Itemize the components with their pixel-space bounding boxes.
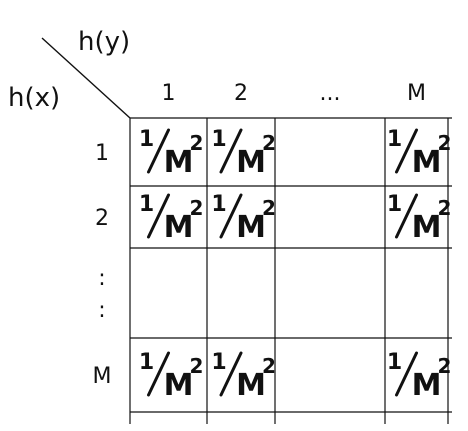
table-cell-value: 1M2	[139, 350, 204, 403]
table-cell-value: 1M2	[387, 192, 452, 245]
row-header: :	[98, 266, 105, 291]
cell-exponent: 2	[438, 354, 452, 378]
cell-exponent: 2	[190, 131, 204, 155]
table-cell-value: 1M2	[387, 127, 452, 180]
cell-fraction-slash	[219, 128, 243, 174]
cell-denominator: M	[412, 368, 442, 403]
column-header: 1	[162, 81, 176, 106]
table-cell-value: 1M2	[387, 350, 452, 403]
table-cell-value: 1M2	[211, 127, 276, 180]
cell-exponent: 2	[438, 196, 452, 220]
row-header: 1	[95, 141, 109, 166]
cell-numerator: 1	[139, 127, 154, 152]
column-header: ...	[320, 81, 341, 106]
cell-fraction-slash	[219, 351, 243, 397]
y-axis-label: h(y)	[78, 27, 130, 57]
cell-numerator: 1	[387, 350, 402, 375]
grid-lines	[129, 117, 452, 424]
cell-fraction-slash	[147, 128, 170, 174]
cell-numerator: 1	[387, 127, 402, 152]
x-axis-label: h(x)	[8, 83, 60, 113]
cell-denominator: M	[412, 210, 442, 245]
row-header: M	[93, 364, 112, 389]
column-headers: 1 2... M	[162, 81, 426, 106]
cell-denominator: M	[164, 145, 194, 180]
cell-numerator: 1	[211, 350, 226, 375]
cell-fraction-slash	[147, 193, 170, 239]
cell-exponent: 2	[262, 131, 276, 155]
column-header: M	[407, 81, 426, 106]
cell-denominator: M	[236, 368, 266, 403]
cell-fraction-slash	[219, 193, 243, 239]
table-cell-value: 1M2	[139, 127, 204, 180]
cell-numerator: 1	[211, 192, 226, 217]
table-cell-value: 1M2	[211, 192, 276, 245]
cell-exponent: 2	[262, 354, 276, 378]
cell-fraction-slash	[395, 193, 418, 239]
row-headers: 12::M	[93, 141, 112, 389]
cell-numerator: 1	[139, 192, 154, 217]
cell-denominator: M	[236, 210, 266, 245]
column-header: 2	[234, 81, 248, 106]
table-cell-value: 1M2	[139, 192, 204, 245]
cell-denominator: M	[412, 145, 442, 180]
cell-exponent: 2	[262, 196, 276, 220]
cell-exponent: 2	[438, 131, 452, 155]
cell-fraction-slash	[147, 351, 170, 397]
table-cell-value: 1M2	[211, 350, 276, 403]
cell-numerator: 1	[387, 192, 402, 217]
cell-denominator: M	[164, 210, 194, 245]
cell-exponent: 2	[190, 196, 204, 220]
header-diagonal-line	[41, 37, 131, 119]
cell-fraction-slash	[395, 128, 418, 174]
row-header-continuation: :	[98, 298, 105, 323]
cell-denominator: M	[164, 368, 194, 403]
row-header: 2	[95, 206, 109, 231]
cell-numerator: 1	[139, 350, 154, 375]
cell-numerator: 1	[211, 127, 226, 152]
cell-denominator: M	[236, 145, 266, 180]
cell-fraction-slash	[395, 351, 418, 397]
cell-exponent: 2	[190, 354, 204, 378]
